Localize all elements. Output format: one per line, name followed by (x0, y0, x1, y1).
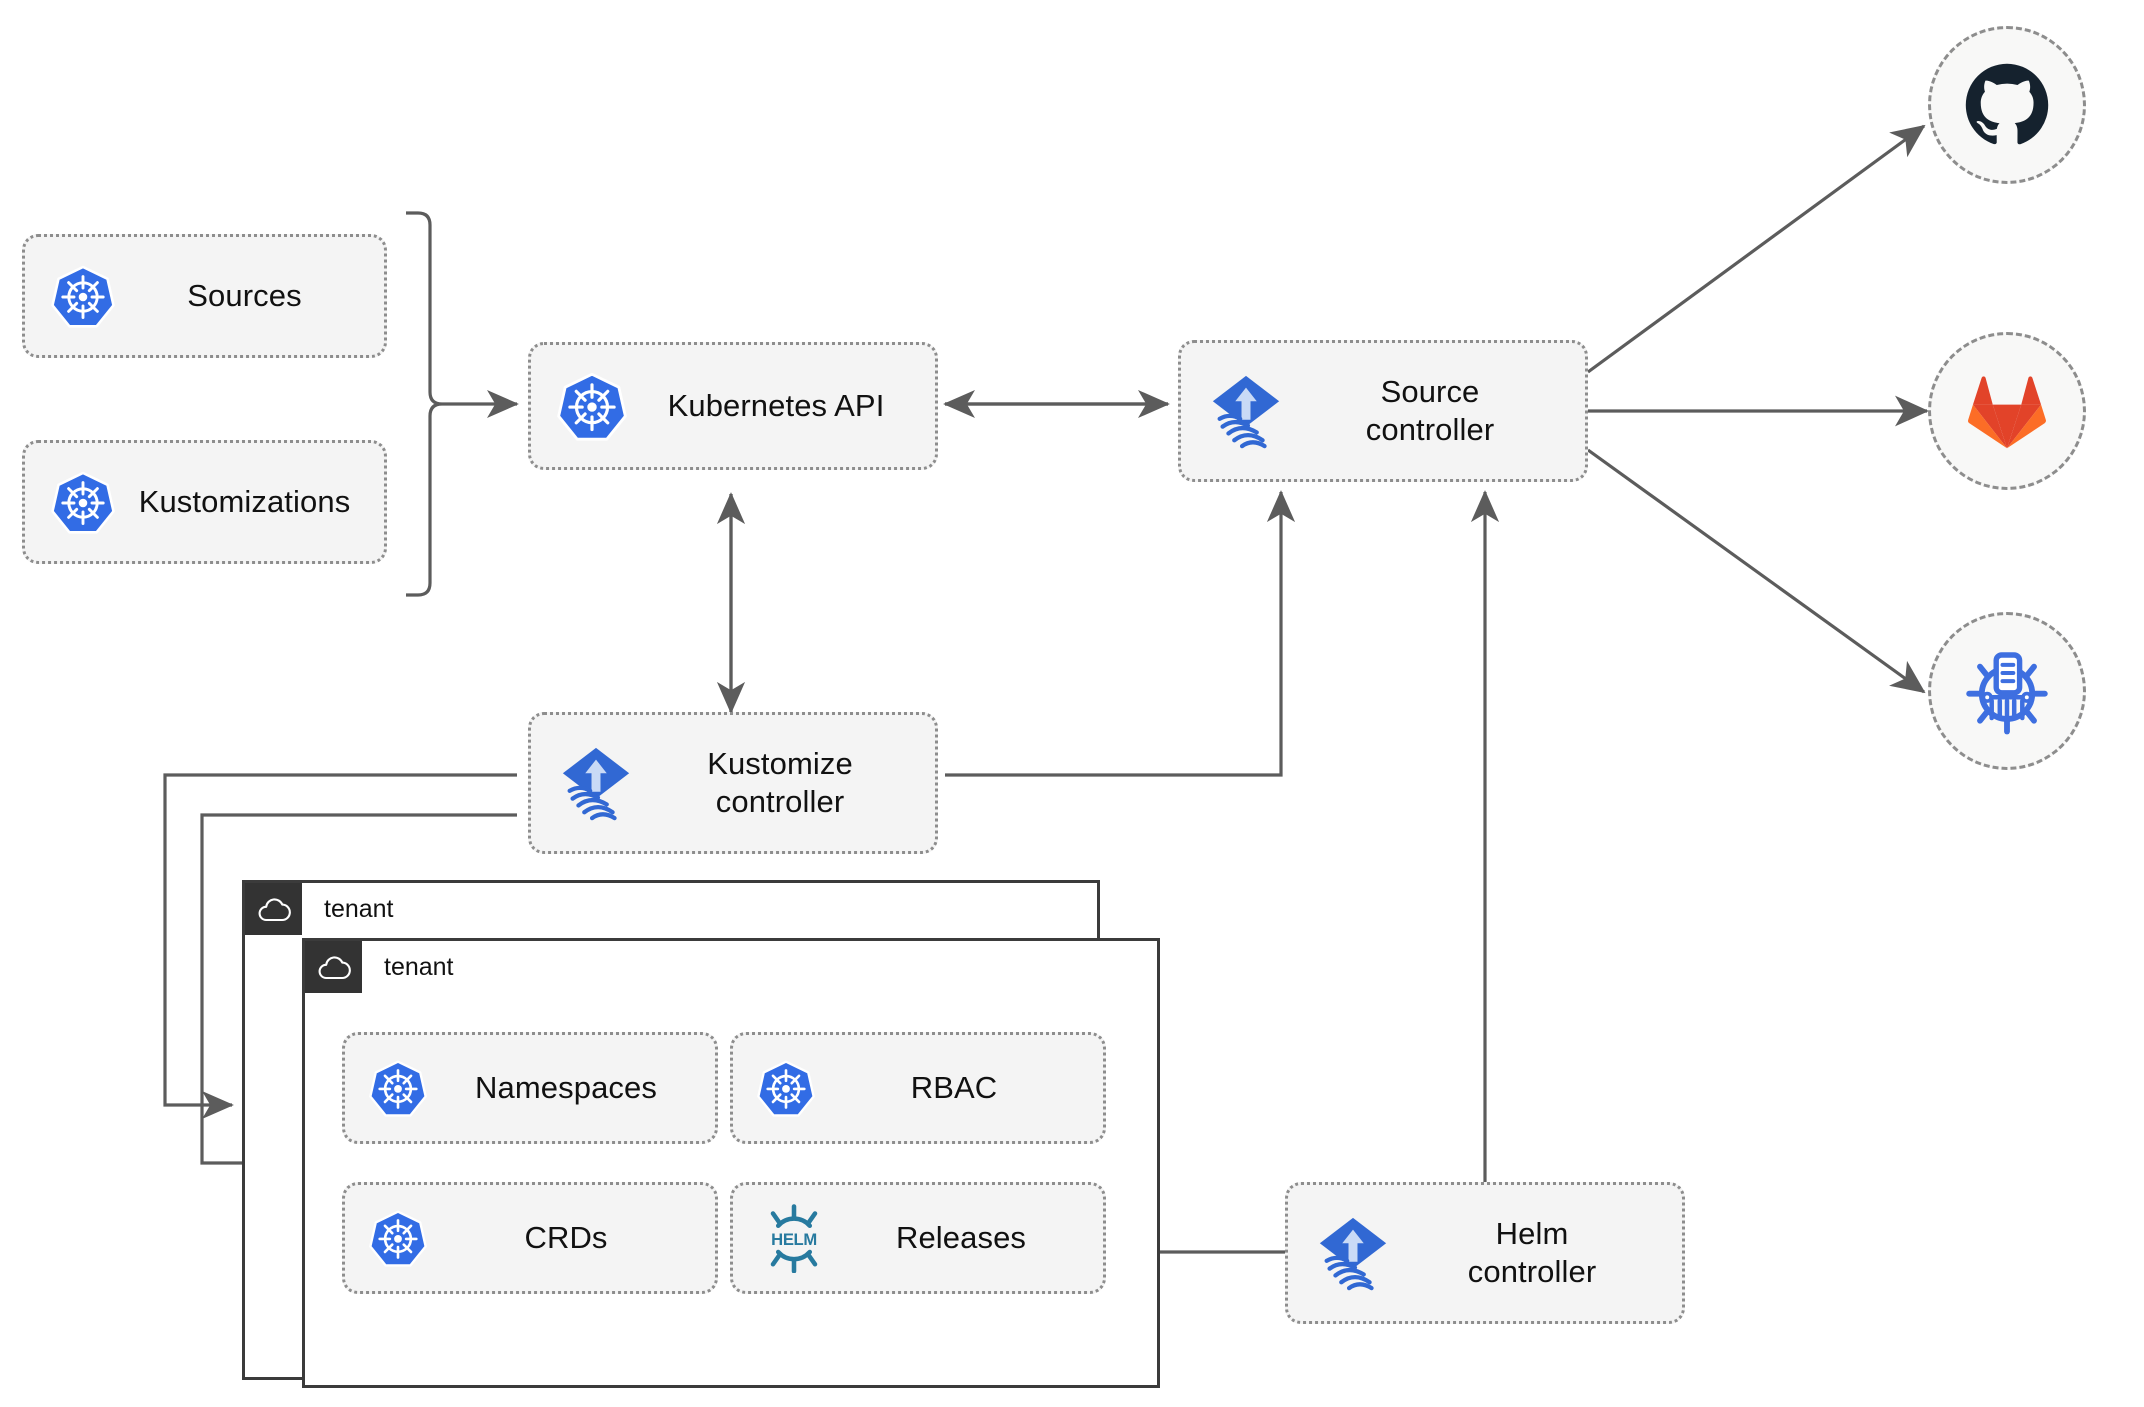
kubernetes-icon (51, 264, 115, 328)
repo-helm-repository[interactable] (1928, 612, 2086, 770)
repo-gitlab[interactable] (1928, 332, 2086, 490)
github-icon (1965, 63, 2049, 145)
node-source-controller[interactable]: Source controller (1178, 340, 1588, 482)
node-label-line1: Source (1380, 374, 1480, 410)
kubernetes-icon (557, 371, 627, 441)
tenant-label: tenant (384, 952, 454, 981)
node-kustomizations[interactable]: Kustomizations (22, 440, 387, 564)
node-label: Namespaces (475, 1070, 657, 1106)
node-label-line1: Kustomize (707, 746, 853, 782)
edge-source-to-github (1587, 124, 1926, 374)
node-namespaces[interactable]: Namespaces (342, 1032, 718, 1144)
flux-icon (1314, 1214, 1392, 1292)
flux-icon (557, 744, 635, 822)
node-kubernetes-api[interactable]: Kubernetes API (528, 342, 938, 470)
diagram-title: Flux GitOps multi-tenancy architecture (0, 0, 1, 1)
edge-kustomize-to-source (945, 490, 1296, 777)
tenant-label: tenant (324, 894, 394, 923)
node-label-line1: Helm (1495, 1216, 1569, 1252)
node-label-line2: controller (1467, 1254, 1597, 1289)
group-bracket (406, 211, 443, 597)
node-label-line2: controller (1365, 412, 1495, 447)
kubernetes-icon (51, 470, 115, 534)
node-releases[interactable]: HELM Releases (730, 1182, 1106, 1294)
node-label: RBAC (910, 1070, 998, 1106)
tenant-header: tenant (245, 883, 394, 935)
kubernetes-icon (369, 1209, 427, 1267)
node-label: Kubernetes API (667, 388, 885, 424)
kubernetes-icon (369, 1059, 427, 1117)
tenant-panel-front[interactable]: tenant (302, 938, 1160, 1388)
cloud-icon (305, 941, 362, 993)
node-helm-controller[interactable]: Helm controller (1285, 1182, 1685, 1324)
node-rbac[interactable]: RBAC (730, 1032, 1106, 1144)
kubernetes-icon (757, 1059, 815, 1117)
node-label: Source controller (1285, 373, 1585, 449)
node-label: Releases (895, 1220, 1027, 1256)
flux-icon (1207, 372, 1285, 450)
edge-source-to-helm-repository (1587, 448, 1926, 694)
node-label: Helm controller (1392, 1215, 1682, 1291)
node-label: CRDs (524, 1220, 608, 1256)
node-label: Kustomize controller (635, 745, 935, 821)
helm-repository-icon (1966, 652, 2048, 735)
node-label: Sources (187, 278, 302, 314)
repo-github[interactable] (1928, 26, 2086, 184)
node-kustomize-controller[interactable]: Kustomize controller (528, 712, 938, 854)
node-label-line2: controller (715, 784, 845, 819)
svg-text:HELM: HELM (771, 1230, 817, 1249)
node-label: Kustomizations (138, 484, 351, 520)
node-crds[interactable]: CRDs (342, 1182, 718, 1294)
helm-icon: HELM (759, 1203, 829, 1273)
cloud-icon (245, 883, 302, 935)
gitlab-icon (1968, 376, 2046, 449)
tenant-header: tenant (305, 941, 454, 993)
node-sources[interactable]: Sources (22, 234, 387, 358)
